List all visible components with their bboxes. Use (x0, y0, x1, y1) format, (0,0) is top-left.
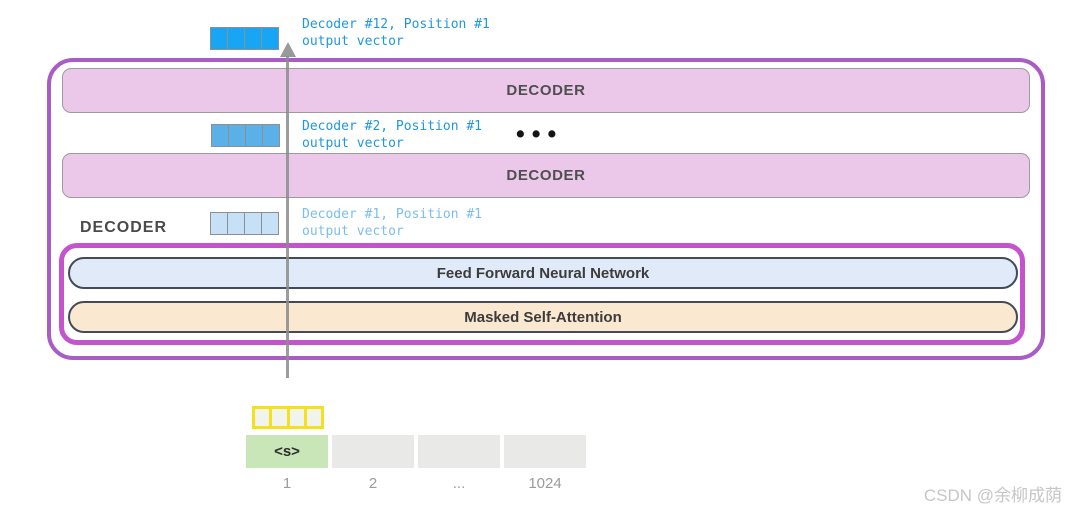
label-line: output vector (302, 224, 404, 239)
vector-cell (210, 27, 228, 50)
vector-cell (261, 212, 279, 235)
token-box-empty (332, 435, 414, 468)
label-decoder12-output: Decoder #12, Position #1 output vector (302, 16, 490, 50)
position-label: 1 (282, 475, 292, 492)
token-box-empty (504, 435, 586, 468)
position-label: ... (452, 475, 466, 492)
label-decoder2-output: Decoder #2, Position #1 output vector (302, 118, 482, 152)
position-label: 2 (368, 475, 378, 492)
label-line: output vector (302, 136, 404, 151)
decoder-detail-container (59, 243, 1025, 345)
masked-self-attention-layer: Masked Self-Attention (68, 301, 1018, 333)
input-embedding-vector (252, 406, 324, 429)
position-label-row: 1 2 ... 1024 (246, 475, 586, 492)
vector-cell (261, 27, 279, 50)
flow-arrow-head-icon (280, 42, 296, 57)
feed-forward-layer: Feed Forward Neural Network (68, 257, 1018, 289)
output-vector-decoder1 (210, 212, 279, 235)
vector-cell (255, 409, 270, 426)
position-label: 1024 (528, 475, 562, 492)
csdn-watermark: CSDN @余柳成荫 (923, 486, 1062, 505)
start-token-label: <s> (274, 443, 300, 460)
vector-cell (306, 409, 321, 426)
decoder-bar-label: DECODER (506, 167, 586, 184)
label-decoder1-output: Decoder #1, Position #1 output vector (302, 206, 482, 240)
masked-self-attention-label: Masked Self-Attention (464, 308, 622, 326)
vector-cell (262, 124, 280, 147)
label-line: output vector (302, 34, 404, 49)
label-line: Decoder #12, Position #1 (302, 17, 490, 32)
label-line: Decoder #2, Position #1 (302, 119, 483, 134)
label-line: Decoder #1, Position #1 (302, 207, 483, 222)
vector-cell (244, 27, 262, 50)
ellipsis-dots: ••• (516, 120, 564, 148)
vector-cell (272, 409, 287, 426)
token-box-empty (418, 435, 500, 468)
output-vector-decoder2 (211, 124, 280, 147)
flow-arrow-line (286, 56, 289, 378)
token-box-start: <s> (246, 435, 328, 468)
vector-cell (289, 409, 304, 426)
token-row: <s> (246, 435, 586, 468)
decoder-bar-label: DECODER (506, 82, 586, 99)
vector-cell (227, 27, 245, 50)
decoder-bar-top: DECODER (62, 68, 1030, 113)
decoder-bar-mid: DECODER (62, 153, 1030, 198)
decoder-stack-container (47, 58, 1045, 360)
decoder-side-label: DECODER (80, 219, 168, 236)
output-vector-decoder12 (210, 27, 279, 50)
feed-forward-label: Feed Forward Neural Network (436, 264, 650, 282)
